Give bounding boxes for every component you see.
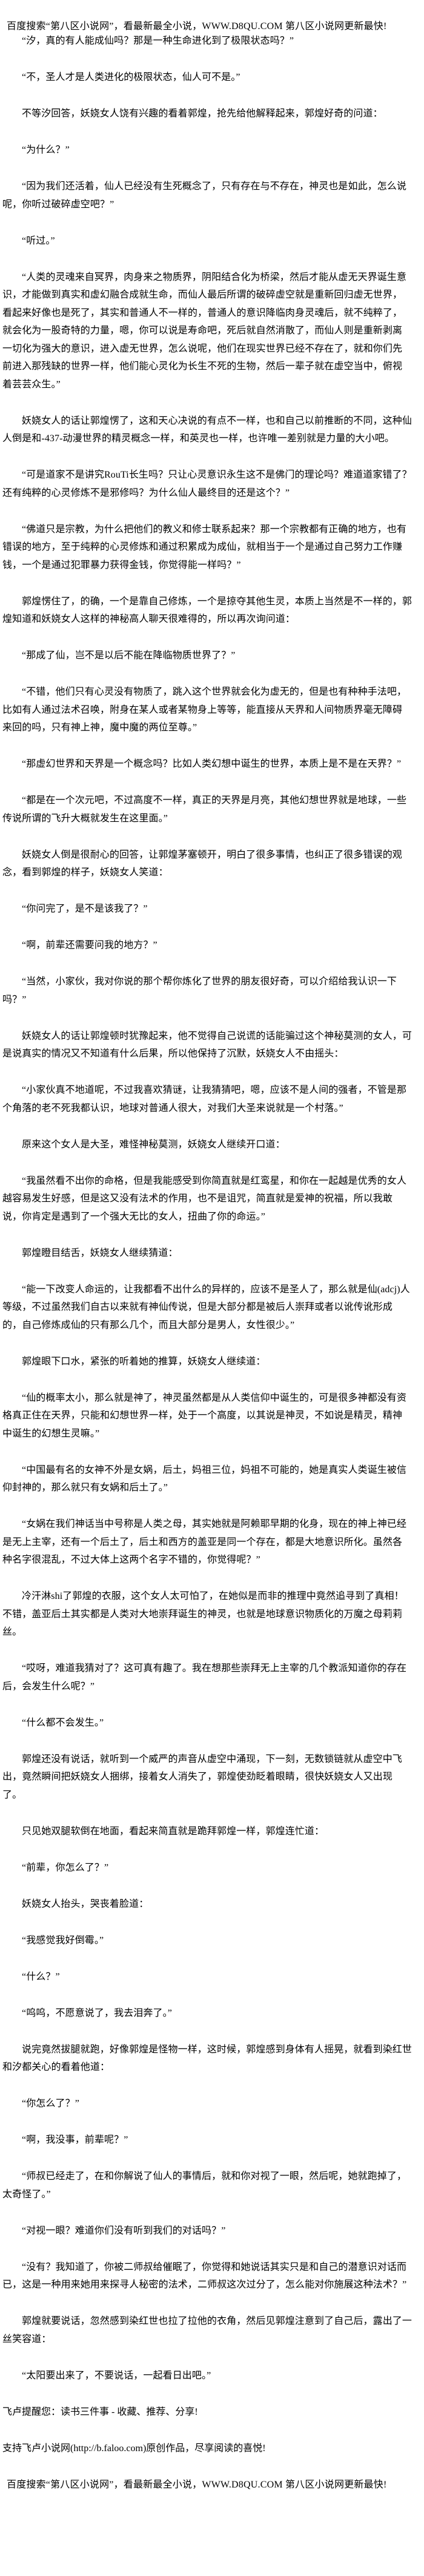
story-paragraph: 妖娆女人的话让郭煌顿时犹豫起来，他不觉得自己说谎的话能骗过这个神秘莫测的女人，可… [2,1030,412,1059]
story-paragraph: “听过。” [22,235,55,246]
story-paragraph: “当然，小家伙，我对你说的那个帮你炼化了世界的朋友很好奇，可以介绍给我认识一下吗… [2,976,397,1005]
story-paragraph: “啊，我没事，前辈呢？” [22,2135,128,2145]
site-banner-bottom: 百度搜索“第八区小说网”，看最新最全小说，WWW.D8QU.COM 第八区小说网… [7,2479,387,2490]
story-paragraph: “太阳要出来了，不要说话，一起看日出吧。” [22,2370,211,2381]
story-paragraph: 冷汗淋shi了郭煌的衣服，这个女人太可怕了，在她似是而非的推理中竟然追寻到了真相… [2,1591,404,1637]
story-paragraph: 妖娆女人的话让郭煌愣了，这和天心决说的有点不一样，也和自己以前推断的不同，这种仙… [2,415,412,444]
chapter-content: “汐，真的有人能成仙吗？那是一种生命进化到了极限状态吗？” “不，圣人才是人类进化… [2,32,412,2384]
story-paragraph: “佛道只是宗教，为什么把他们的教义和修士联系起来？那一个宗教都有正确的地方，也有… [2,524,407,570]
story-paragraph: 郭煌眼下口水，紧张的听着她的推算，妖娆女人继续道： [22,1356,266,1367]
story-paragraph: “师叔已经走了，在和你解说了仙人的事情后，就和你对视了一眼，然后呢，她就跑掉了，… [2,2171,407,2200]
story-paragraph: “你问完了，是不是该我了？” [22,904,148,914]
story-paragraph: “什么？” [22,1971,60,1982]
story-paragraph: 只见她双腿软倒在地面，看起来简直就是跪拜郭煌一样，郭煌连忙道： [22,1826,325,1837]
story-paragraph: “女娲在我们神话当中号称是人类之母，其实她就是阿赖耶早期的化身，现在的神上神已经… [2,1519,407,1565]
story-paragraph: 妖娆女人抬头，哭丧着脸道： [22,1898,149,1909]
faloo-support-note: 支持飞卢小说网(http://b.faloo.com)原创作品，尽享阅读的喜悦! [2,2443,266,2454]
story-paragraph: 郭煌瞪目结舌，妖娆女人继续猜道： [22,1247,178,1258]
story-paragraph: “对视一眼？难道你们没有听到我们的对话吗？” [22,2225,226,2236]
story-paragraph: “哎呀，难道我猜对了？这可真有趣了。我在想那些崇拜无上主宰的几个教派知道你的存在… [2,1663,407,1692]
story-paragraph: “能一下改变人命运的，让我都看不出什么的异样的，应该不是圣人了，那么就是仙(ad… [2,1284,410,1330]
story-paragraph: “我虽然看不出你的命格，但是我能感受到你简直就是红鸾星，和你在一起越是优秀的女人… [2,1175,407,1222]
story-paragraph: “汐，真的有人能成仙吗？那是一种生命进化到了极限状态吗？” [22,36,294,46]
story-paragraph: “为什么？” [22,145,70,155]
story-paragraph: “仙的概率太小，那么就是神了，神灵虽然都是从人类信仰中诞生的，可是很多神都没有资… [2,1392,407,1439]
story-paragraph: 原来这个女人是大圣，难怪神秘莫测，妖娆女人继续开口道： [22,1139,285,1150]
story-paragraph: “我感觉我好倒霉。” [22,1935,104,1946]
story-paragraph: “因为我们还活着，仙人已经没有生死概念了，只有存在与不存在，神灵也是如此，怎么说… [2,181,407,210]
story-paragraph: 妖娆女人倒是很耐心的回答，让郭煌茅塞顿开，明白了很多事情，也纠正了很多错误的观念… [2,849,402,878]
story-paragraph: 郭煌还没有说话，就听到一个威严的声音从虚空中涌现，下一刻，无数锁链就从虚空中飞出… [2,1753,402,1800]
site-banner-top: 百度搜索“第八区小说网”，看最新最全小说，WWW.D8QU.COM 第八区小说网… [7,21,387,32]
story-paragraph: “不错，他们只有心灵没有物质了，跳入这个世界就会化为虚无的，但是也有种种手法吧，… [2,687,407,733]
story-paragraph: 郭煌就要说话，忽然感到染红世也拉了拉他的衣角，然后见郭煌注意到了自己后，露出了一… [2,2316,412,2344]
story-paragraph: 郭煌愣住了，的确，一个是靠自己修炼，一个是掠夺其他生灵，本质上当然是不一样的，郭… [2,596,412,625]
story-paragraph: 不等汐回答，妖娆女人饶有兴趣的看着郭煌，抢先给他解释起来，郭煌好奇的问道： [22,108,383,119]
story-paragraph: “中国最有名的女神不外是女娲，后土，妈祖三位，妈祖不可能的，她是真实人类诞生被信… [2,1464,407,1493]
story-paragraph: “呜呜，不愿意说了，我去泪奔了。” [22,2007,172,2018]
story-paragraph: “那虚幻世界和天界是一个概念吗？比如人类幻想中诞生的世界，本质上是不是在天界？” [22,759,402,769]
story-paragraph: “前辈，你怎么了？” [22,1862,109,1873]
story-paragraph: 说完竟然拔腿就跑，好像郭煌是怪物一样，这时候，郭煌感到身体有人摇晃，就看到染红世… [2,2044,412,2073]
faloo-reminder: 飞卢提醒您：读书三件事 - 收藏、推荐、分享! [2,2406,198,2417]
story-paragraph: “什么都不会发生。” [22,1717,104,1728]
story-paragraph: “可是道家不是讲究RouTi长生吗？只让心灵意识永生这不是佛门的理论吗？难道道家… [2,470,412,498]
story-paragraph: “你怎么了？” [22,2098,79,2109]
story-paragraph: “不，圣人才是人类进化的极限状态，仙人可不是。” [22,72,240,82]
story-paragraph: “都是在一个次元吧，不过高度不一样，真正的天界是月亮，其他幻想世界就是地球，一些… [2,795,407,824]
story-paragraph: “小家伙真不地道呢，不过我喜欢猜谜，让我猜猜吧，嗯，应该不是人间的强者，不管是那… [2,1085,407,1113]
story-paragraph: “没有？我知道了，你被二师叔给催眠了，你觉得和她说话其实只是和自己的潜意识对话而… [2,2261,407,2291]
story-paragraph: “人类的灵魂来自冥界，肉身来之物质界，阴阳结合化为桥梁，然后才能从虚无天界诞生意… [2,272,407,390]
story-paragraph: “那成了仙，岂不是以后不能在降临物质世界了？” [22,650,236,661]
chapter-page: 百度搜索“第八区小说网”，看最新最全小说，WWW.D8QU.COM 第八区小说网… [2,21,412,2490]
story-paragraph: “啊，前辈还需要问我的地方？” [22,940,157,950]
